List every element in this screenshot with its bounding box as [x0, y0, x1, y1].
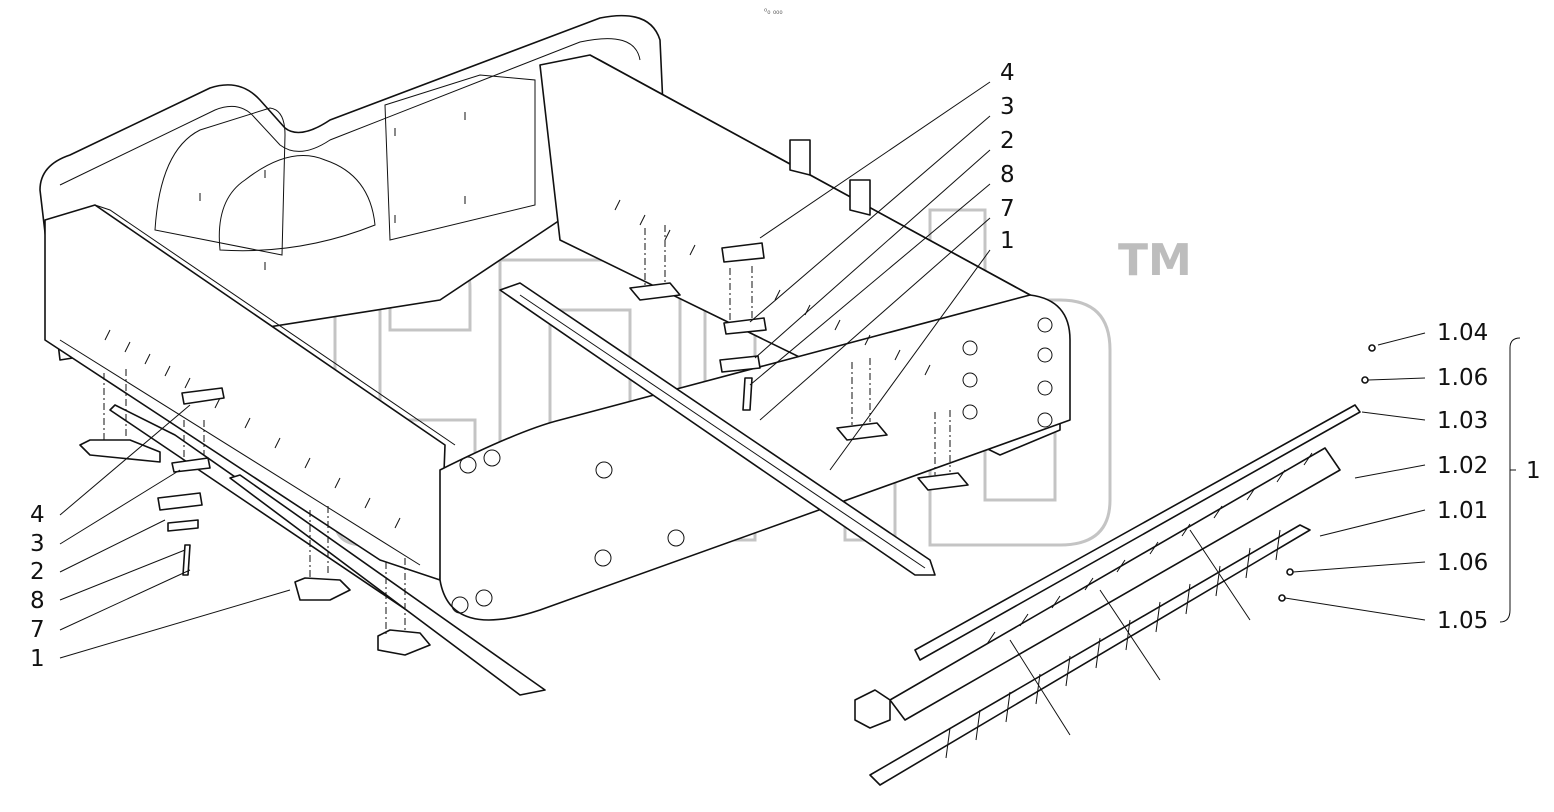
callout-left-6: 1 [30, 646, 45, 672]
callouts-top: 4 3 2 8 7 1 [1000, 60, 1015, 254]
callout-left-4: 8 [30, 588, 45, 614]
callout-top-6: 1 [1000, 228, 1015, 254]
assembly-group-label: 1 [1526, 458, 1541, 484]
part-1-02: 1.02 [1437, 453, 1488, 479]
truck-body [39, 14, 1071, 621]
left-subframe [79, 369, 546, 696]
part-1-01: 1.01 [1437, 498, 1488, 524]
callout-top-4: 8 [1000, 162, 1015, 188]
part-1-06-b: 1.06 [1437, 550, 1488, 576]
part-1-06-a: 1.06 [1437, 365, 1488, 391]
callout-top-2: 3 [1000, 94, 1015, 120]
leaders-right [1284, 332, 1426, 621]
top-mark: ⁰₀ ₀₀₀ [764, 7, 783, 16]
callout-top-5: 7 [1000, 196, 1015, 222]
leaders-left [59, 404, 291, 659]
part-1-05: 1.05 [1437, 608, 1488, 634]
callout-left-5: 7 [30, 617, 45, 643]
leaders-top [749, 81, 991, 471]
callout-left-2: 3 [30, 531, 45, 557]
part-1-04: 1.04 [1437, 320, 1488, 346]
center-subframe [499, 225, 969, 576]
callout-left-1: 4 [30, 502, 45, 528]
part-1-03: 1.03 [1437, 408, 1488, 434]
callouts-assembly: 1.04 1.06 1.03 1.02 1.01 1.06 1.05 1 [1437, 320, 1541, 634]
watermark-trademark: TM [1118, 235, 1192, 286]
callout-left-3: 2 [30, 559, 45, 585]
callout-top-1: 4 [1000, 60, 1015, 86]
right-assembly [854, 337, 1521, 786]
callout-top-3: 2 [1000, 128, 1015, 154]
callouts-left: 4 3 2 8 7 1 [30, 502, 45, 672]
